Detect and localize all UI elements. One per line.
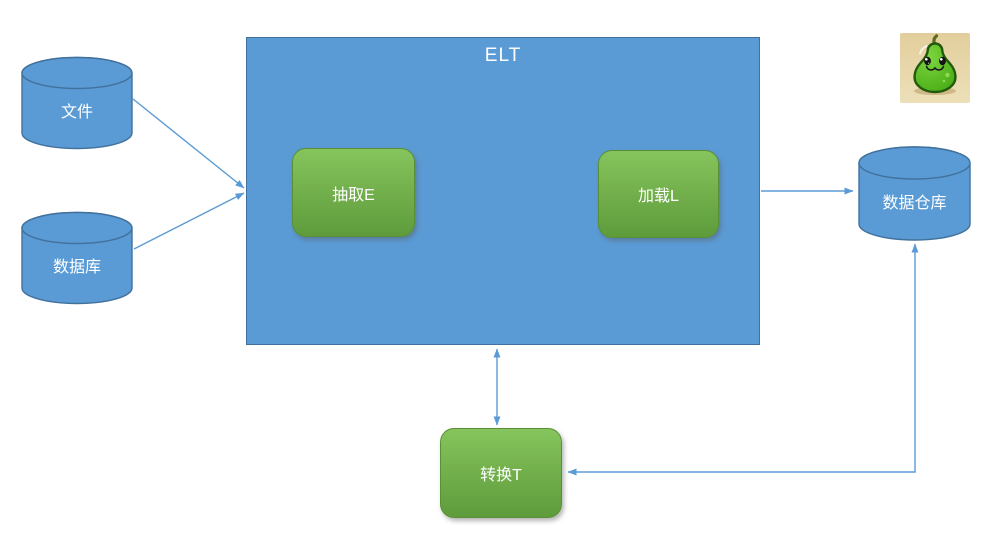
source-db-node: 数据库 (21, 211, 133, 305)
load-node: 加载L (598, 150, 719, 238)
load-node-label: 加载L (638, 188, 679, 205)
warehouse-node: 数据仓库 (858, 146, 971, 241)
transform-node-label: 转换T (480, 467, 522, 484)
extract-node: 抽取E (292, 148, 415, 237)
pear-mascot-icon (900, 33, 970, 103)
transform-node: 转换T (440, 428, 562, 518)
source-file-node: 文件 (21, 56, 133, 150)
cylinder-shape (21, 56, 133, 150)
source-db-label: 数据库 (52, 259, 101, 276)
elt-container-label: ELT (484, 45, 522, 66)
source-file-label: 文件 (60, 104, 93, 121)
extract-node-label: 抽取E (332, 186, 375, 204)
warehouse-label: 数据仓库 (882, 194, 947, 212)
arrow-file-to-elt (132, 98, 245, 189)
cylinder-shape (21, 211, 133, 305)
arrow-db-to-elt (133, 192, 245, 250)
cylinder-shape (858, 146, 971, 241)
